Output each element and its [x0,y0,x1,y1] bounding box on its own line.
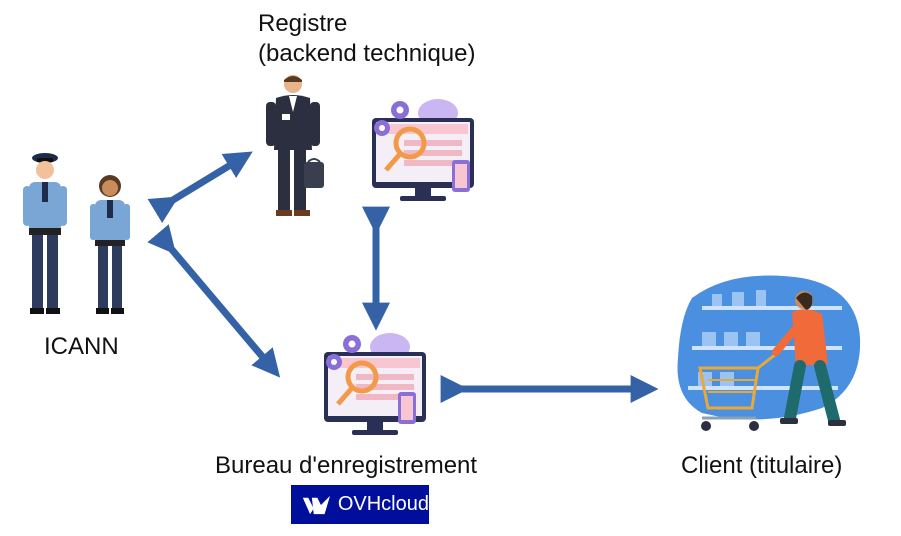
registry-title-line1: Registre [258,10,348,37]
arrow-icann-registry [147,151,253,223]
registry-title-line2: (backend technique) [258,40,476,67]
police-officers-icon [23,153,130,314]
icann-label: ICANN [44,333,119,360]
businessman-icon [266,75,324,216]
registrar-computer-icon [324,333,426,435]
shopper-cart-icon [677,275,861,431]
registrar-label: Bureau d'enregistrement [215,452,478,479]
ovhcloud-mark-icon [302,495,331,514]
registry-computer-icon [372,99,474,201]
client-label: Client (titulaire) [681,452,843,479]
ovhcloud-logo: OVHcloud [291,485,429,524]
arrow-icann-registrar [147,224,281,378]
ovhcloud-logo-text: OVHcloud [337,493,429,515]
